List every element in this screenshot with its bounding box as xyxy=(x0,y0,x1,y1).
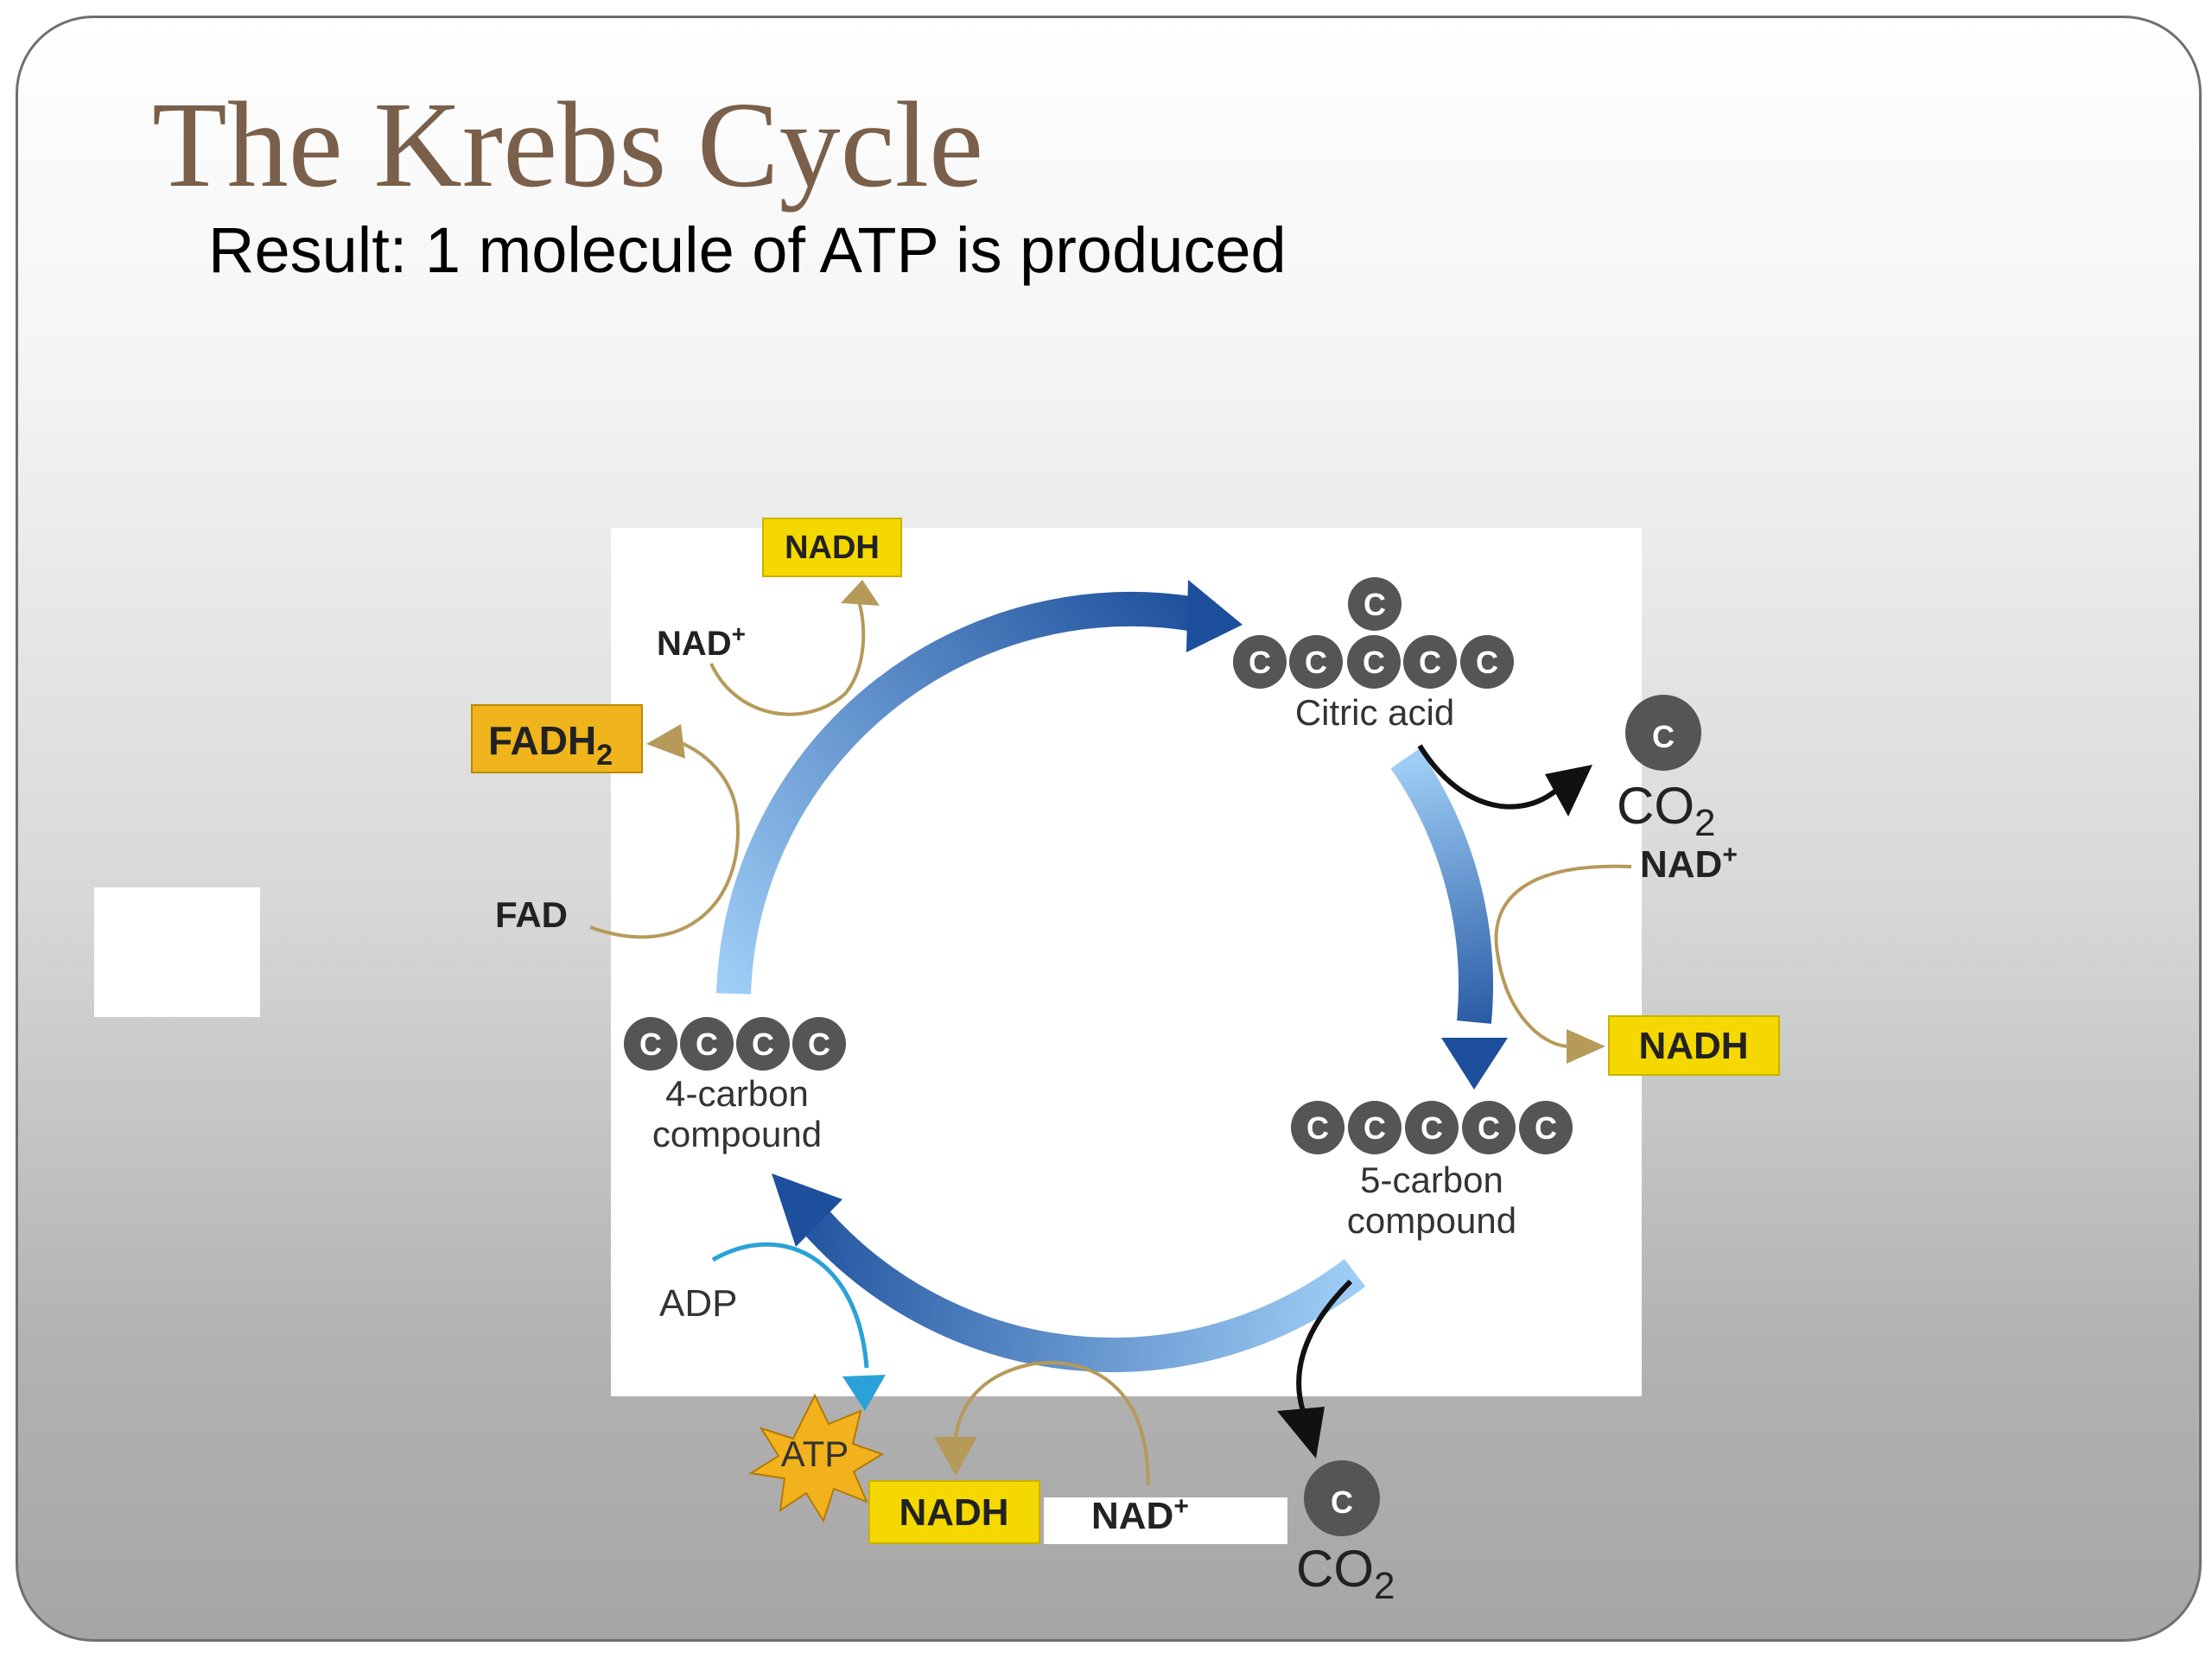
fadh2-box xyxy=(471,704,643,773)
cycle-arrowhead-right xyxy=(1441,1038,1508,1090)
label-backing xyxy=(1044,1497,1287,1544)
nad-label-top: NAD+ xyxy=(657,620,746,663)
five-carbon-label-1: 5-carbon xyxy=(1360,1160,1503,1200)
svg-text:C: C xyxy=(639,1027,662,1062)
cycle-arrow-bottom xyxy=(799,1206,1366,1373)
svg-text:C: C xyxy=(1421,1110,1443,1146)
svg-text:C: C xyxy=(1363,645,1385,680)
blank-placeholder-box xyxy=(94,887,260,1017)
fad-to-fadh2-arrow xyxy=(589,740,740,939)
co2-label-bottom: CO2 xyxy=(1296,1540,1395,1607)
svg-text:NADH: NADH xyxy=(785,530,880,566)
slide-title: The Krebs Cycle xyxy=(152,76,984,213)
co2-carbon-top xyxy=(1625,695,1701,771)
citric-acid-carbons: C C C C C C xyxy=(1233,577,1514,689)
nadh-box-top xyxy=(762,518,902,577)
cycle-arrowhead-bottom xyxy=(772,1173,842,1247)
co2-release-arrow-top xyxy=(1417,744,1560,810)
svg-text:C: C xyxy=(1419,645,1441,680)
nadh-box-bottom xyxy=(868,1480,1040,1544)
citric-acid-label: Citric acid xyxy=(1295,692,1454,733)
svg-text:C: C xyxy=(1331,1484,1353,1520)
co2-release-arrow-bottom xyxy=(1296,1279,1353,1412)
four-carbon-label-2: compound xyxy=(652,1114,822,1154)
fad-label: FAD xyxy=(495,894,568,935)
four-carbon-label-1: 4-carbon xyxy=(665,1073,809,1114)
svg-text:C: C xyxy=(1306,1110,1329,1146)
cycle-arrow-right xyxy=(1390,748,1493,1024)
svg-text:C: C xyxy=(1305,645,1327,680)
adp-to-atp-arrow xyxy=(711,1242,869,1369)
nad-to-nadh-arrow-right xyxy=(1494,864,1632,1048)
svg-text:C: C xyxy=(808,1027,830,1062)
svg-text:C: C xyxy=(1249,645,1271,680)
svg-text:C: C xyxy=(1478,1110,1500,1146)
nad-label-bottom: NAD+ xyxy=(1091,1492,1189,1537)
svg-text:C: C xyxy=(752,1027,774,1062)
svg-text:C: C xyxy=(696,1027,718,1062)
co2-label-top: CO2 xyxy=(1617,777,1715,844)
co2-carbon-bottom xyxy=(1304,1460,1380,1536)
five-carbon-carbons: C C C C C xyxy=(1291,1101,1573,1154)
cycle-arrows xyxy=(716,580,1508,1373)
svg-text:C: C xyxy=(1652,719,1675,754)
svg-text:C: C xyxy=(1535,1110,1557,1146)
nad-to-nadh-arrow-bottom xyxy=(954,1361,1150,1486)
svg-text:FADH2: FADH2 xyxy=(488,718,613,772)
svg-text:NADH: NADH xyxy=(1638,1025,1748,1067)
svg-text:C: C xyxy=(1363,587,1386,622)
krebs-cycle-diagram: C C C C C C Citric acid C CO2 NAD+ NADH … xyxy=(471,518,1780,1607)
adp-label: ADP xyxy=(659,1282,737,1325)
nad-label-right: NAD+ xyxy=(1640,841,1738,886)
slide: The Krebs Cycle Result: 1 molecule of AT… xyxy=(16,16,2202,1642)
five-carbon-label-2: compound xyxy=(1347,1200,1516,1241)
cycle-arrow-top xyxy=(716,591,1198,995)
nad-to-nadh-arrow-top xyxy=(709,598,866,716)
cycle-arrowhead-top xyxy=(1186,580,1243,652)
four-carbon-carbons: C C C C xyxy=(624,1017,846,1071)
atp-label: ATP xyxy=(781,1433,849,1474)
slide-subtitle: Result: 1 molecule of ATP is produced xyxy=(208,214,1287,286)
svg-text:C: C xyxy=(1476,645,1498,680)
atp-star xyxy=(748,1393,885,1523)
svg-text:NADH: NADH xyxy=(899,1491,1008,1534)
nadh-box-right xyxy=(1608,1015,1780,1076)
svg-text:C: C xyxy=(1363,1110,1386,1146)
